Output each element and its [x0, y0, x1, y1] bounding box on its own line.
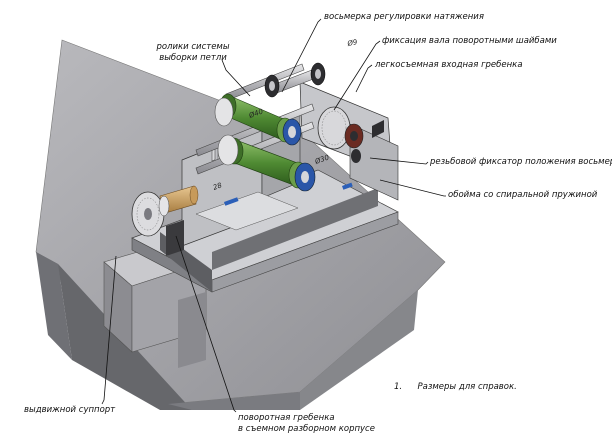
callout-removable-comb: легкосъемная входная гребенка [375, 60, 523, 70]
callout-rotary-comb-line2: в съемном разборном корпусе [238, 424, 375, 434]
leader-threaded-lock [369, 157, 429, 165]
note-number: 1. [394, 382, 403, 392]
loop-rollers [214, 93, 316, 192]
callout-sliding-support: выдвижной суппорт [24, 405, 116, 415]
roller-flange [217, 134, 239, 166]
leader-removable-comb [355, 64, 373, 93]
callout-tension-lever: восьмерка регулировки натяжения [324, 12, 484, 22]
callout-loop-rollers-line1: ролики системы [156, 42, 230, 52]
callout-rotary-comb: поворотная гребенка в съемном разборном … [238, 413, 375, 435]
leader-sliding-support [101, 255, 117, 405]
leader-tension-lever [281, 18, 322, 93]
leader-spiral-spring [379, 179, 446, 197]
callout-loop-rollers-line2: выборки петли [159, 53, 227, 63]
callout-rotary-comb-line1: поворотная гребенка [238, 413, 335, 423]
tension-lever-assembly [264, 62, 326, 98]
leader-lines [101, 18, 446, 413]
note-text: Размеры для справок. [417, 382, 517, 392]
callout-spiral-spring: обойма со спиральной пружиной [448, 190, 598, 200]
callout-threaded-lock: резьбовой фиксатор положения восьмерки [430, 157, 612, 167]
leader-shaft-fixation [333, 40, 381, 111]
rotary-washer-disc [317, 106, 384, 163]
sliding-support-block [103, 239, 207, 368]
leader-loop-rollers [221, 59, 251, 97]
dimension-label: Ø9 [346, 38, 359, 48]
callout-loop-rollers: ролики системы выборки петли [148, 42, 238, 64]
roller-flange [214, 97, 234, 127]
callout-shaft-fixation: фиксация вала поворотными шайбами [382, 36, 557, 46]
dimension-label: 28 [212, 181, 224, 192]
leader-rotary-comb [175, 235, 237, 413]
drawing-note: 1. Размеры для справок. [394, 382, 517, 393]
